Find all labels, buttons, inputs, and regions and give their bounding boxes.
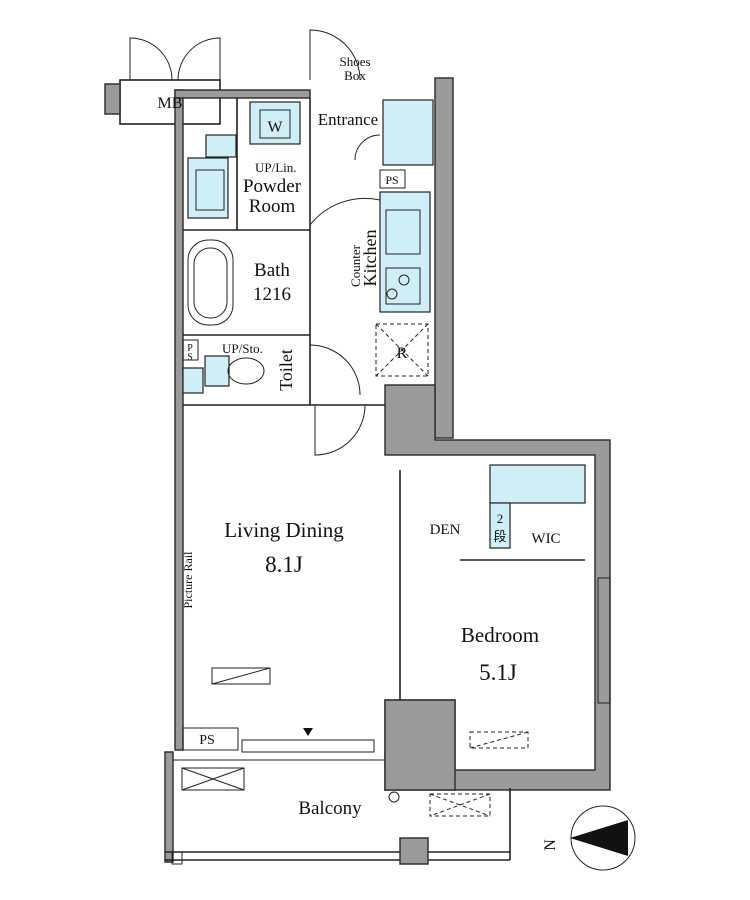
balcony-unit (181, 767, 245, 791)
washer-box (249, 101, 301, 145)
powder-label-1: Powder (243, 176, 302, 197)
wic-shelf-top (489, 464, 586, 504)
north-wall-left (174, 89, 311, 99)
entry-arrow (303, 728, 313, 736)
drain (388, 791, 400, 803)
floor-heater-diag (211, 667, 271, 685)
washer-inner (259, 109, 291, 139)
toilet-tank (204, 355, 230, 387)
burner-1 (398, 274, 410, 286)
east-wall-upper (434, 77, 454, 439)
counter-label: Counter (348, 244, 363, 287)
shoes-box-label-2: Box (344, 68, 366, 83)
ps-toilet-label-1: P (187, 343, 193, 354)
toilet-label: Toilet (276, 349, 296, 391)
balcony-west-wall (164, 751, 174, 863)
fridge-label: R (397, 345, 408, 362)
floor-heater (211, 667, 271, 685)
balcony-column (399, 837, 429, 865)
toilet-bowl (227, 357, 265, 385)
living-label-2: 8.1J (265, 552, 303, 577)
ps-top-label: PS (385, 173, 398, 187)
mb-wall-stub (104, 83, 121, 115)
balcony-ac-x2 (429, 793, 491, 817)
washer-label: W (267, 119, 283, 136)
kitchen-door-swing (309, 197, 381, 226)
shelf-label-2: 段 (493, 529, 506, 544)
den-label: DEN (430, 522, 461, 538)
bath-label-2: 1216 (253, 284, 291, 305)
wic-shelf-side (489, 502, 511, 549)
bedroom-label-1: Bedroom (461, 623, 539, 647)
balcony-ac (429, 793, 491, 817)
living-door (314, 404, 366, 456)
kitchen-counter (379, 191, 431, 313)
toilet-door-swing (309, 344, 361, 396)
shoes-box-label-1: Shoes (339, 54, 370, 69)
bedroom-label-2: 5.1J (479, 660, 517, 685)
bedroom-ac-diag (469, 731, 529, 749)
kitchen-sink (385, 209, 421, 255)
bath-label-1: Bath (254, 260, 290, 281)
up-lin-label: UP/Lin. (255, 160, 297, 175)
ps-bottom-box (182, 727, 239, 751)
mb-label: MB (158, 95, 183, 112)
fridge-x2 (375, 323, 429, 377)
ps-toilet-label-2: S (187, 352, 193, 363)
picture-rail-label: Picture Rail (181, 551, 195, 609)
powder-basin (195, 169, 225, 211)
ps-toilet-box (182, 339, 199, 361)
compass-arrow-icon (570, 820, 628, 856)
entrance-label: Entrance (318, 110, 378, 129)
mb-door-right (177, 37, 221, 81)
burner-2 (386, 288, 398, 300)
balcony-post (171, 851, 183, 865)
bathtub (187, 239, 234, 326)
up-sto-label: UP/Sto. (222, 341, 263, 356)
kitchen-label: Kitchen (360, 230, 380, 287)
bedroom-window (597, 577, 611, 704)
shelf-label-1: 2 (497, 511, 504, 526)
west-wall (174, 89, 184, 751)
living-label-1: Living Dining (224, 518, 344, 542)
powder-sink (187, 157, 229, 219)
entrance-inner-door (354, 134, 381, 161)
balcony-label: Balcony (298, 798, 362, 819)
bedroom-ac (469, 731, 529, 749)
powder-label-2: Room (249, 196, 296, 217)
toilet-tank-shelf (182, 367, 204, 394)
ps-top-box (379, 169, 406, 189)
fridge-box (375, 323, 429, 377)
lin-shelf (205, 134, 237, 158)
ps-bottom-label: PS (199, 733, 215, 748)
balcony-unit-x2 (181, 767, 245, 791)
kitchen-stove (385, 267, 421, 305)
mb-door-left (129, 37, 173, 81)
column-bottom (384, 699, 456, 791)
living-window (241, 739, 375, 753)
bathtub-inner (193, 247, 228, 319)
wic-label: WIC (531, 531, 560, 547)
north-label: N (542, 839, 559, 851)
shoes-cabinet (382, 99, 434, 166)
entrance-door (309, 29, 361, 81)
